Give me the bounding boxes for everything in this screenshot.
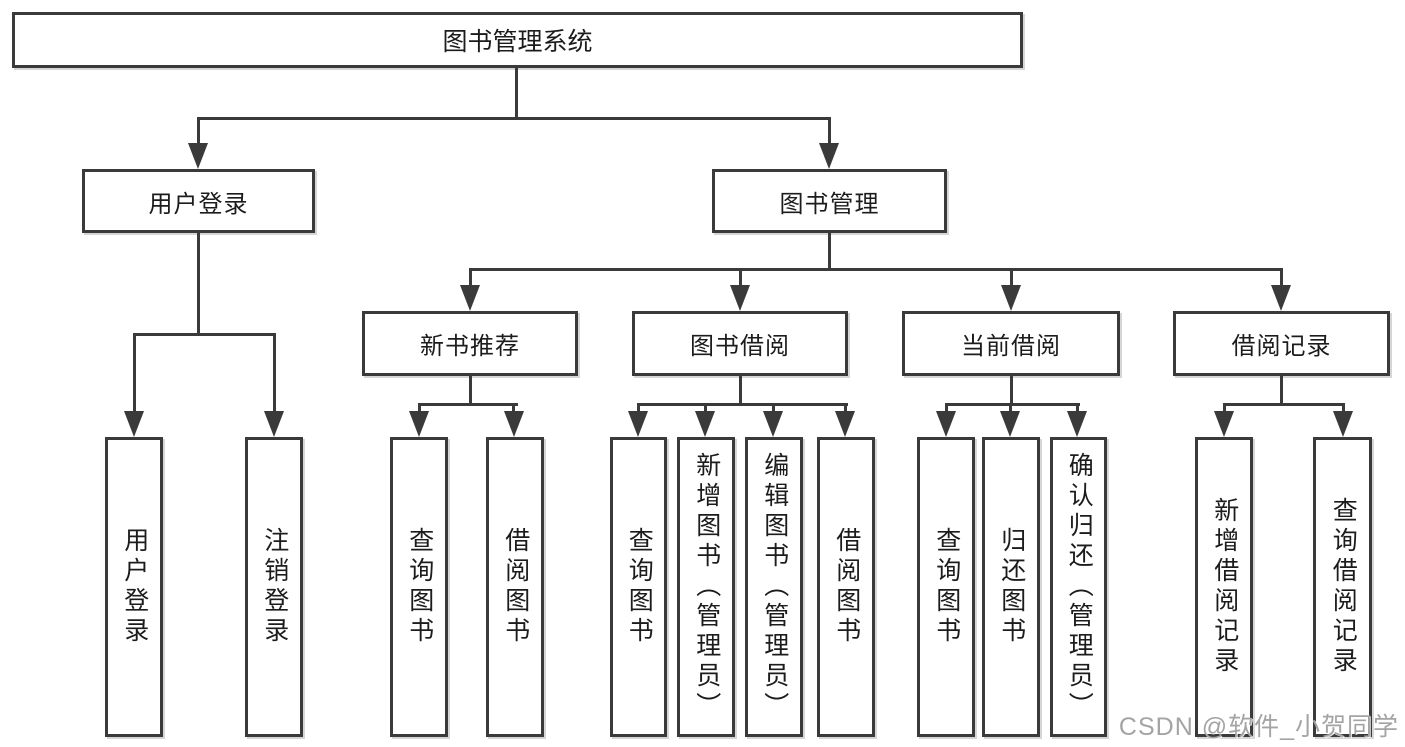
leaf-edit-books-admin-label: 编辑图书（管理员） [760, 452, 789, 722]
node-book-management: 图书管理 [712, 169, 947, 233]
arrow-sec3-leaf0 [1214, 411, 1234, 437]
node-current-borrow: 当前借阅 [902, 311, 1120, 376]
leaf-confirm-return-admin-label: 确认归还（管理员） [1065, 452, 1094, 722]
leaf-confirm-return-admin: 确认归还（管理员） [1050, 437, 1107, 737]
node-book-borrow: 图书借阅 [632, 311, 848, 376]
node-borrow-records: 借阅记录 [1173, 311, 1390, 376]
connector-login-crossbar [133, 333, 276, 336]
leaf-return-books-label: 归还图书 [997, 527, 1026, 647]
connector-stub-sec3-leaf0 [1223, 403, 1226, 415]
connector-sec1-stem [739, 376, 742, 406]
connector-stub-mgmt [828, 117, 831, 149]
leaf-add-borrow-record: 新增借阅记录 [1195, 437, 1253, 737]
node-current-borrow-label: 当前借阅 [961, 333, 1061, 360]
connector-stub-sec2-leaf0 [945, 403, 948, 415]
connector-sec2-stem [1010, 376, 1013, 406]
leaf-newbook-query-books-label: 查询图书 [405, 527, 434, 647]
arrow-to-borrow-records [1271, 285, 1291, 311]
leaf-return-books: 归还图书 [982, 437, 1040, 737]
leaf-query-borrow-record-label: 查询借阅记录 [1329, 497, 1358, 677]
arrow-sec2-leaf2 [1067, 411, 1087, 437]
leaf-current-query-books-label: 查询图书 [932, 527, 961, 647]
connector-stub-sec3-leaf1 [1342, 403, 1345, 415]
leaf-user-login: 用户登录 [105, 437, 163, 737]
node-new-book-recommend: 新书推荐 [362, 311, 578, 376]
connector-stub-sec1 [739, 268, 742, 290]
leaf-add-books-admin: 新增图书（管理员） [677, 437, 735, 737]
arrow-sec1-leaf3 [835, 411, 855, 437]
connector-stub-sec0-leaf1 [512, 403, 515, 415]
arrow-to-login-leaf2 [264, 411, 284, 437]
connector-login-stem [197, 233, 200, 335]
leaf-borrow-query-books: 查询图书 [610, 437, 667, 737]
leaf-current-query-books: 查询图书 [917, 437, 975, 737]
connector-stub-sec2 [1010, 268, 1013, 290]
connector-stub-sec1-leaf0 [637, 403, 640, 415]
arrow-to-login-leaf1 [124, 411, 144, 437]
connector-stub-sec2-leaf1 [1009, 403, 1012, 415]
connector-stub-sec3 [1280, 268, 1283, 290]
leaf-logout-label: 注销登录 [260, 527, 289, 647]
leaf-logout: 注销登录 [245, 437, 303, 737]
connector-sec0-crossbar [418, 403, 518, 406]
leaf-borrow-query-books-label: 查询图书 [625, 527, 654, 647]
connector-sec3-crossbar [1223, 403, 1345, 406]
leaf-add-books-admin-label: 新增图书（管理员） [692, 452, 721, 722]
leaf-edit-books-admin: 编辑图书（管理员） [745, 437, 803, 737]
connector-sec3-stem [1280, 376, 1283, 406]
arrow-to-user-login [188, 143, 208, 169]
leaf-newbook-borrow-books-label: 借阅图书 [501, 527, 530, 647]
csdn-watermark: CSDN @软件_小贺同学 [1118, 713, 1399, 741]
connector-mgmt-stem [828, 233, 831, 271]
node-root-label: 图书管理系统 [442, 28, 593, 56]
connector-stub-login-leaf2 [273, 333, 276, 415]
connector-stub-sec1-leaf3 [844, 403, 847, 415]
connector-stub-login-leaf1 [133, 333, 136, 415]
leaf-newbook-borrow-books: 借阅图书 [486, 437, 544, 737]
connector-stub-sec0 [469, 268, 472, 290]
arrow-to-book-borrow [730, 285, 750, 311]
arrow-sec0-leaf0 [409, 411, 429, 437]
connector-mgmt-crossbar [469, 268, 1283, 271]
connector-sec2-crossbar [945, 403, 1080, 406]
node-borrow-records-label: 借阅记录 [1231, 333, 1332, 360]
leaf-borrow-borrow-books-label: 借阅图书 [832, 527, 861, 647]
connector-stub-sec2-leaf2 [1076, 403, 1079, 415]
node-book-management-label: 图书管理 [779, 190, 880, 218]
leaf-newbook-query-books: 查询图书 [390, 437, 448, 737]
connector-sec1-crossbar [637, 403, 848, 406]
connector-stub-sec1-leaf2 [772, 403, 775, 415]
connector-stub-login [197, 117, 200, 149]
arrow-sec1-leaf1 [695, 411, 715, 437]
node-user-login: 用户登录 [82, 169, 315, 233]
leaf-query-borrow-record: 查询借阅记录 [1313, 437, 1372, 737]
arrow-sec1-leaf2 [763, 411, 783, 437]
arrow-sec2-leaf0 [936, 411, 956, 437]
node-new-book-label: 新书推荐 [420, 333, 520, 360]
arrow-to-book-management [819, 143, 839, 169]
arrow-sec2-leaf1 [1000, 411, 1020, 437]
node-user-login-label: 用户登录 [148, 190, 249, 218]
node-book-borrow-label: 图书借阅 [690, 333, 790, 360]
connector-root-crossbar [197, 117, 831, 120]
arrow-sec3-leaf1 [1333, 411, 1353, 437]
leaf-user-login-label: 用户登录 [120, 527, 149, 647]
arrow-to-new-book [460, 285, 480, 311]
node-root-system: 图书管理系统 [12, 12, 1023, 68]
leaf-borrow-borrow-books: 借阅图书 [817, 437, 875, 737]
connector-stub-sec0-leaf0 [418, 403, 421, 415]
leaf-add-borrow-record-label: 新增借阅记录 [1210, 497, 1239, 677]
arrow-sec0-leaf1 [504, 411, 524, 437]
connector-sec0-stem [469, 376, 472, 406]
arrow-sec1-leaf0 [628, 411, 648, 437]
arrow-to-current-borrow [1001, 285, 1021, 311]
connector-root-stem [515, 66, 518, 120]
connector-stub-sec1-leaf1 [704, 403, 707, 415]
